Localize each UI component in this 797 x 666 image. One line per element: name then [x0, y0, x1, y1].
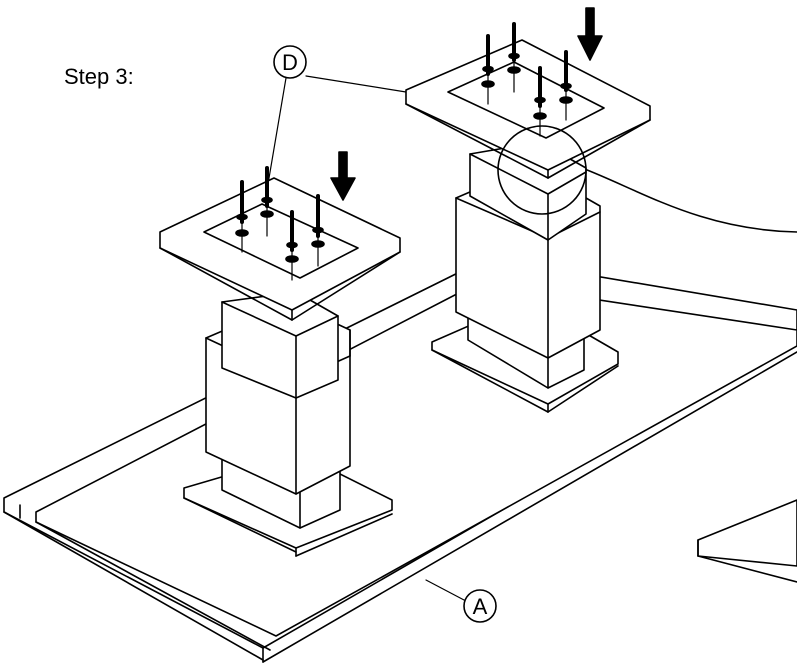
left-washers [235, 196, 325, 263]
down-arrow-right [577, 7, 603, 61]
right-screw-shafts [487, 59, 567, 137]
side-panel [697, 499, 797, 583]
step-label: Step 3: [64, 64, 134, 89]
right-column [405, 39, 651, 413]
callout-d: D [267, 45, 407, 185]
down-arrow-left [330, 151, 356, 201]
callout-d-letter: D [282, 50, 298, 75]
left-column [159, 177, 401, 557]
base-frame [3, 257, 797, 663]
right-washers [481, 52, 573, 120]
callout-a-letter: A [473, 594, 488, 619]
callout-a: A [425, 579, 497, 623]
detail-leader-curve [581, 167, 797, 233]
detail-circle [497, 125, 587, 215]
